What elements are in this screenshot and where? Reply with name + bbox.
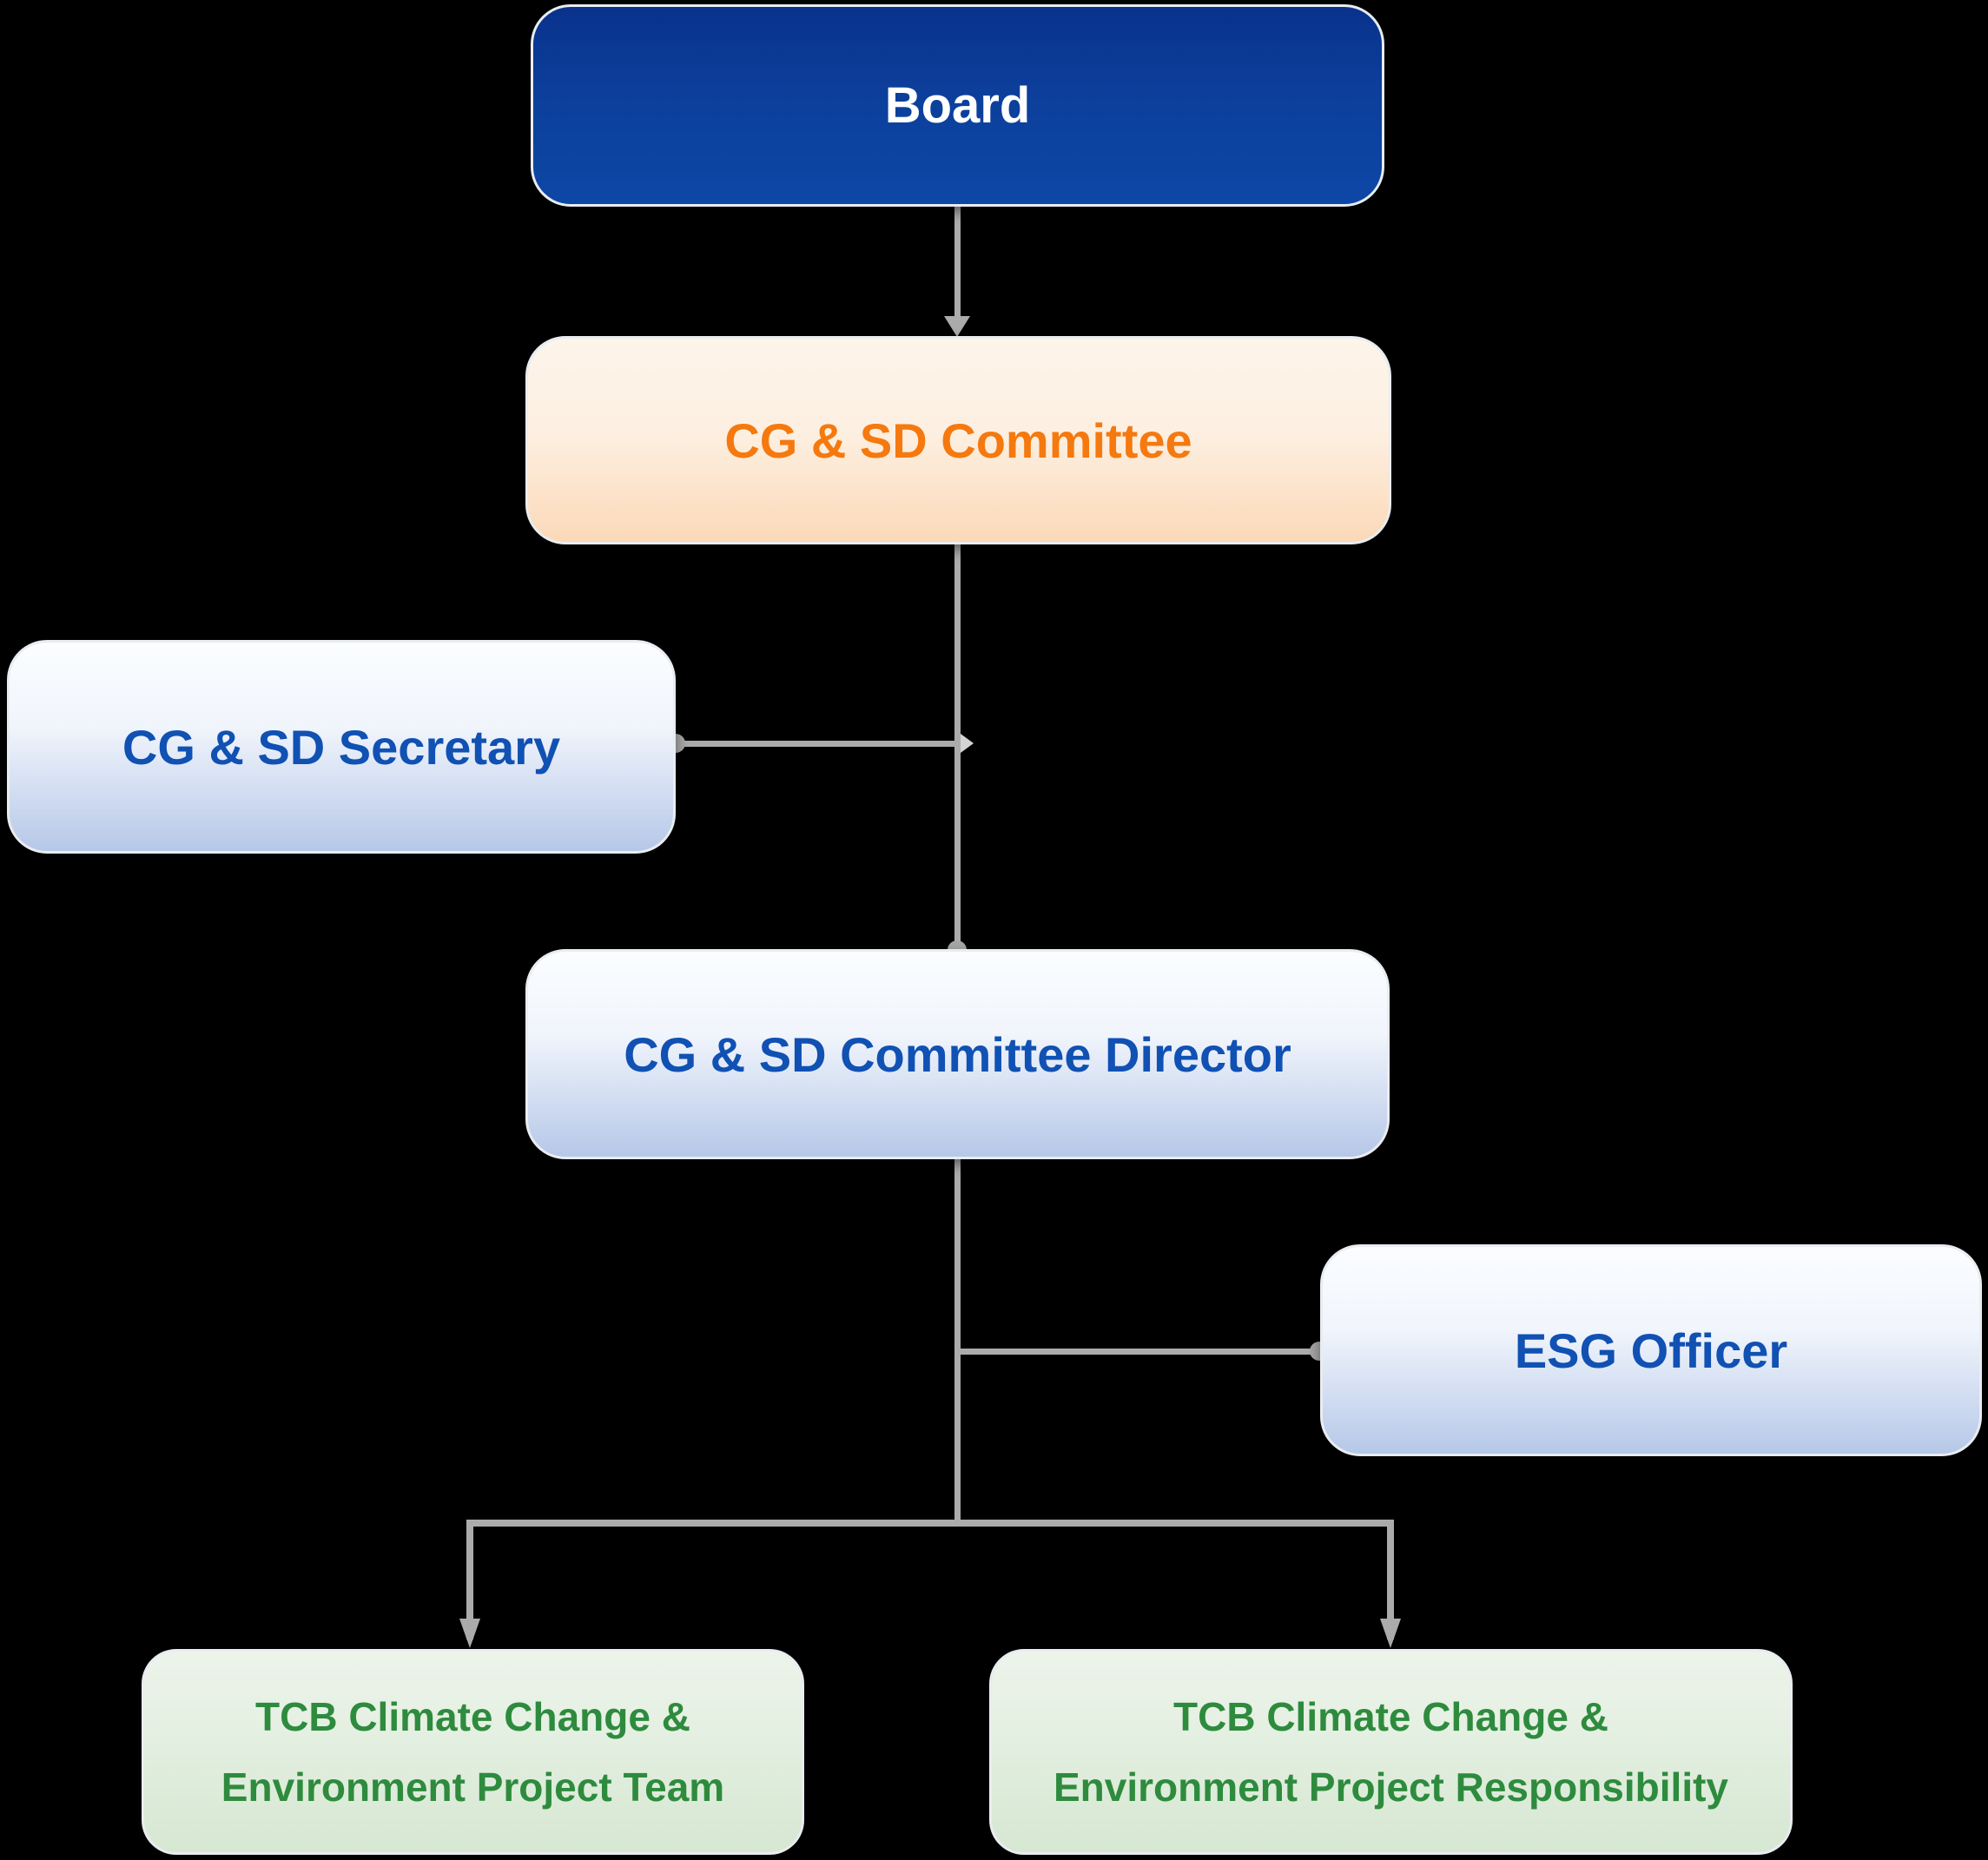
node-tcb-project-team: TCB Climate Change & Environment Project… [142, 1649, 804, 1855]
node-board: Board [531, 4, 1384, 207]
node-tcb-project-team-line1: TCB Climate Change & [255, 1694, 690, 1739]
node-tcb-project-team-line2: Environment Project Team [221, 1764, 725, 1810]
node-board-label: Board [884, 77, 1031, 134]
node-tcb-project-responsibility-line2: Environment Project Responsibility [1053, 1764, 1729, 1810]
connector-secretary-to-trunk [676, 741, 957, 747]
connector-director-trunk [954, 1158, 961, 1523]
node-tcb-project-responsibility-line1: TCB Climate Change & [1173, 1694, 1608, 1739]
connector-board-to-committee [954, 205, 961, 320]
node-esg-officer-label: ESG Officer [1514, 1322, 1788, 1378]
connector-branch-horizontal [466, 1520, 1394, 1527]
connector-trunk-to-esg [957, 1349, 1319, 1355]
node-cg-sd-committee-director-label: CG & SD Committee Director [624, 1026, 1291, 1082]
connector-drop-team [466, 1520, 473, 1639]
node-cg-sd-secretary: CG & SD Secretary [7, 640, 676, 854]
arrowhead-committee-icon [944, 316, 970, 337]
node-cg-sd-committee-label: CG & SD Committee [724, 412, 1192, 468]
arrowhead-responsibility-icon [1380, 1619, 1401, 1648]
connector-drop-responsibility [1387, 1520, 1394, 1639]
node-tcb-project-responsibility: TCB Climate Change & Environment Project… [989, 1649, 1793, 1855]
arrowhead-team-icon [459, 1619, 480, 1648]
junction-tick-icon [961, 734, 974, 753]
node-esg-officer: ESG Officer [1320, 1244, 1982, 1456]
node-cg-sd-committee: CG & SD Committee [525, 336, 1391, 544]
connector-committee-to-director [954, 543, 961, 951]
node-cg-sd-committee-director: CG & SD Committee Director [525, 949, 1390, 1159]
node-cg-sd-secretary-label: CG & SD Secretary [122, 719, 561, 775]
